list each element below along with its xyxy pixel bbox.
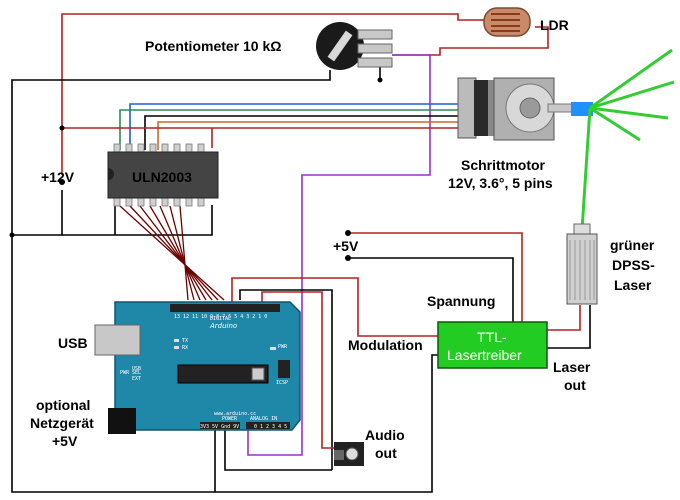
laser-label-2: DPSS- [612, 257, 655, 273]
audio-jack [334, 442, 364, 466]
wire-5v-black [348, 257, 514, 324]
arduino-pwr-sel: PWR SEL [120, 370, 141, 376]
arduino-analog-pins: 0 1 2 3 4 5 [254, 424, 287, 430]
laser-label-1: grüner [610, 237, 655, 253]
laser-out-label-1: Laser [553, 359, 591, 375]
arduino-icsp: ICSP [276, 380, 288, 386]
wire-motor-black [144, 115, 460, 150]
laser-label-3: Laser [614, 277, 652, 293]
wire-motor-orange [157, 121, 460, 150]
wire-pot-wiper [247, 54, 431, 456]
node-5v-red [345, 230, 351, 236]
wire-modulation [231, 277, 438, 337]
wire-uln-right [62, 205, 213, 236]
stepper-motor [457, 77, 593, 141]
wire-laser-black [547, 305, 591, 349]
arduino-pwr-led: PWR [278, 344, 288, 350]
arduino-name: Arduino [209, 322, 237, 330]
label-12v: +12V [41, 169, 75, 185]
wire-arduino-red2 [261, 291, 342, 449]
label-5v: +5V [333, 238, 359, 254]
node-5v-black [345, 255, 351, 261]
arduino-board [94, 301, 301, 434]
arduino-analog: ANALOG IN [250, 416, 277, 422]
wire-gnd-left [11, 70, 331, 236]
arduino-tx: TX [182, 338, 188, 344]
arduino-digital: DIGITAL [210, 316, 231, 322]
audio-label-2: out [375, 445, 397, 461]
audio-label-1: Audio [365, 427, 405, 443]
wire-power-5v [224, 430, 332, 471]
usb-label: USB [58, 335, 88, 351]
netz-label-2: Netzgerät [30, 415, 94, 431]
uln2003-label: ULN2003 [132, 169, 192, 185]
ldr-label: LDR [540, 17, 569, 33]
arduino-power-pins: 3V3 5V Gnd 9V [200, 424, 239, 430]
arduino-usb-sel: USB [132, 366, 141, 372]
modulation-label: Modulation [348, 337, 423, 353]
potentiometer [316, 22, 393, 70]
dpss-laser [566, 223, 598, 305]
wire-gnd-bottom [11, 235, 438, 493]
arduino-url: www.arduino.cc [214, 411, 256, 417]
wire-ldr-pot [392, 26, 549, 56]
motor-title: Schrittmotor [461, 157, 546, 173]
ttl-lasertreiber [437, 321, 548, 369]
wire-laser-red [547, 305, 581, 331]
wire-motor-blue [129, 103, 460, 150]
laser-out-label-2: out [564, 377, 586, 393]
spannung-label: Spannung [427, 293, 495, 309]
node-12v [59, 179, 65, 185]
motor-spec: 12V, 3.6°, 5 pins [448, 175, 553, 191]
wire-12v-top [61, 13, 480, 175]
wires [11, 13, 591, 493]
potentiometer-label: Potentiometer 10 kΩ [145, 38, 282, 54]
wire-5v-red [348, 232, 523, 324]
ldr-component [480, 7, 531, 37]
wire-arduino-gnd2 [239, 289, 333, 470]
arduino-ext-sel: EXT [132, 376, 141, 382]
ttl-label-1: TTL- [477, 329, 507, 345]
netz-label-3: +5V [52, 433, 78, 449]
wire-uln-arduino [119, 205, 225, 301]
arduino-power: POWER [222, 416, 238, 422]
uln2003-chip [107, 143, 219, 207]
ttl-label-2: Lasertreiber [447, 347, 522, 363]
wire-motor-green [119, 109, 460, 150]
arduino-digital-pins: 13 12 11 10 9 8 7 6 5 4 3 2 1 0 [174, 314, 267, 320]
netz-label-1: optional [36, 397, 90, 413]
arduino-rx: RX [182, 345, 188, 351]
laser-beams [580, 48, 675, 231]
